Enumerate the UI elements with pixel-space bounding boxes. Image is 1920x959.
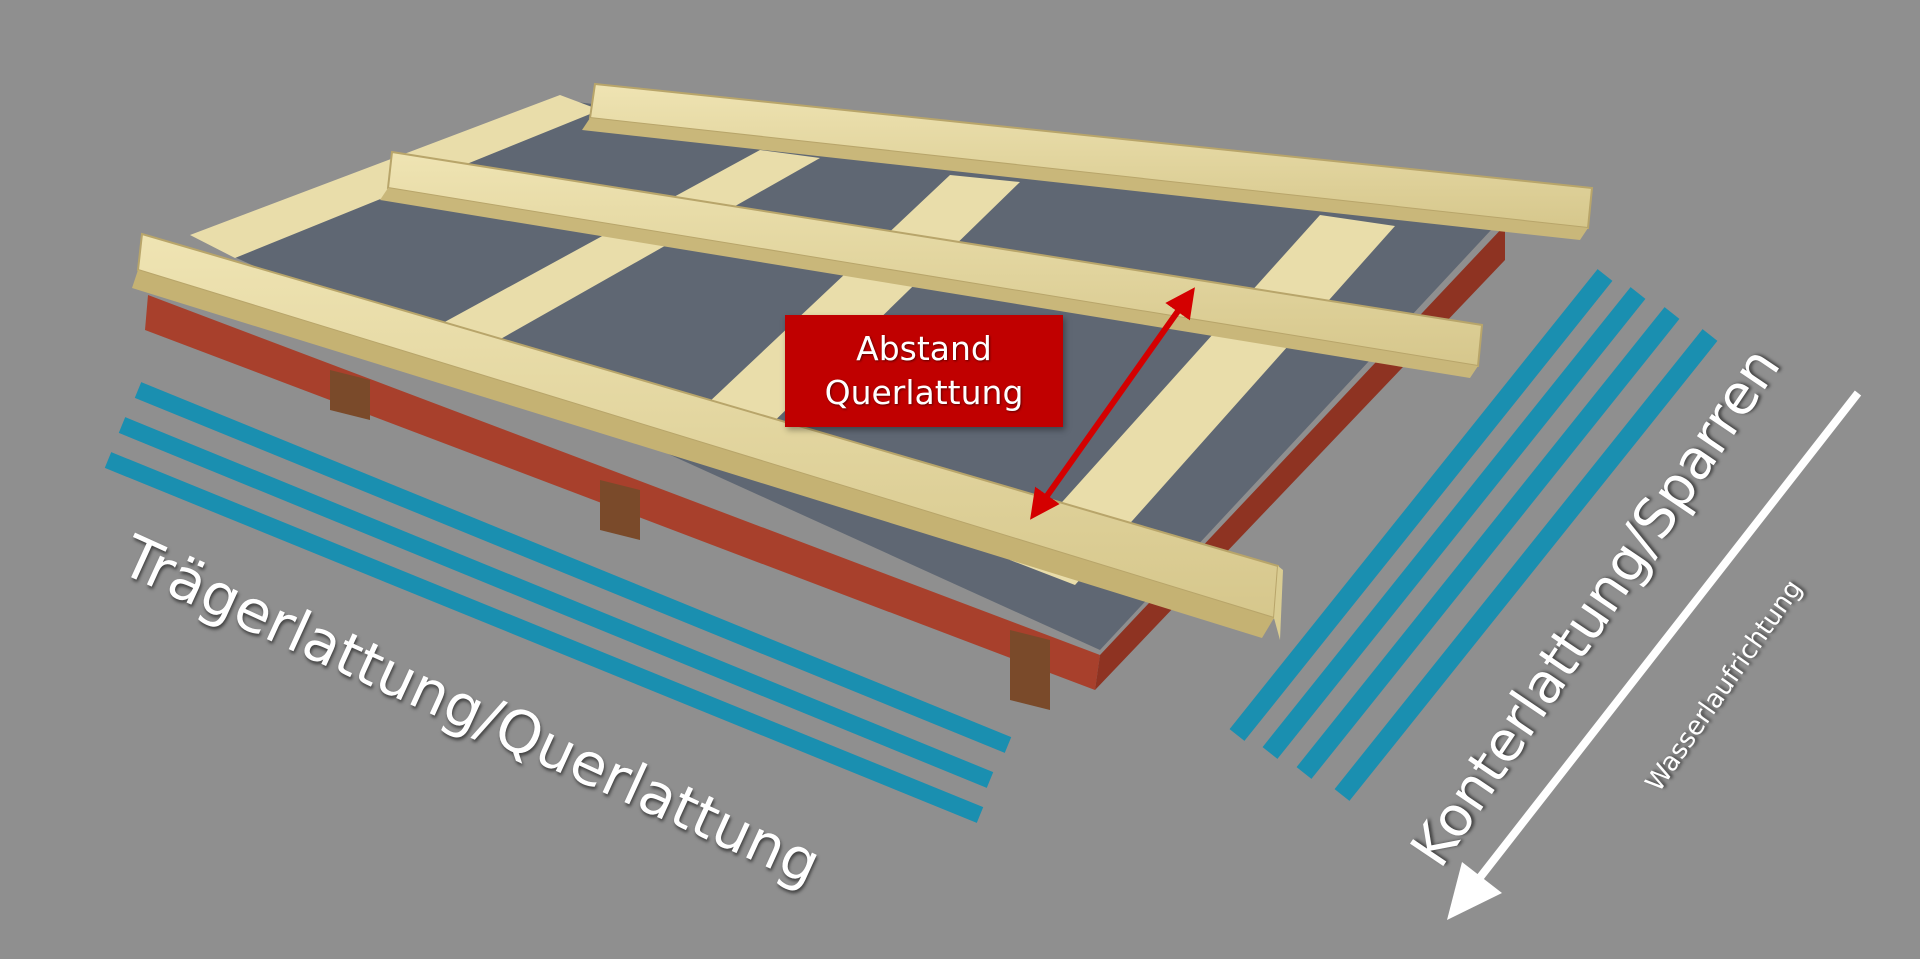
- cross-battens: [132, 82, 1594, 640]
- konter-stripes: [1229, 269, 1718, 801]
- water-flow-arrow: [1447, 390, 1862, 920]
- callout-line2: Querlattung: [824, 373, 1024, 412]
- callout-line1: Abstand: [856, 329, 992, 368]
- spacing-arrow: [1030, 287, 1195, 520]
- traeger-stripes: [104, 382, 1012, 823]
- spacing-callout: Abstand Querlattung: [785, 315, 1063, 427]
